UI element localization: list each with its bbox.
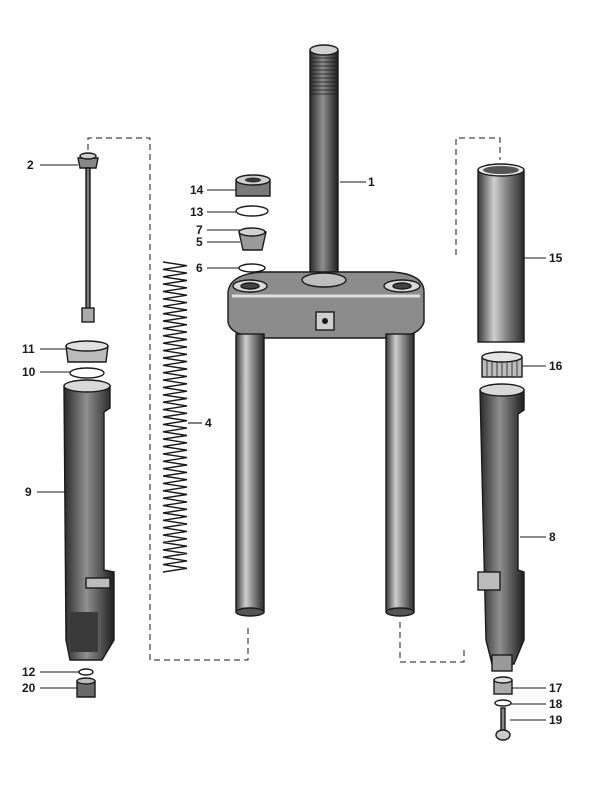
callout-1: 1 — [368, 175, 375, 189]
circlip-10 — [69, 367, 105, 379]
washer-13 — [235, 205, 269, 217]
callout-17: 17 — [549, 681, 563, 695]
guide-line-right-top — [455, 137, 501, 255]
cover-tube-15 — [477, 163, 525, 343]
washer-18 — [494, 699, 512, 707]
bolt-19 — [495, 707, 511, 741]
o-ring-6 — [238, 263, 266, 273]
callout-19: 19 — [549, 713, 563, 727]
callout-4: 4 — [205, 416, 212, 430]
slider-left-9 — [63, 379, 115, 661]
fork-spring — [162, 261, 188, 573]
assembly-guide-lines — [87, 137, 501, 663]
callout-5: 5 — [196, 235, 203, 249]
fork-crown — [227, 271, 425, 339]
washer-12 — [78, 668, 94, 676]
bush-17 — [493, 676, 513, 695]
callout-16: 16 — [549, 359, 563, 373]
callout-15: 15 — [549, 251, 563, 265]
bushing-11 — [65, 340, 109, 363]
callout-13: 13 — [190, 205, 204, 219]
slider-right-8 — [477, 383, 525, 672]
callout-11: 11 — [22, 342, 35, 356]
leader-lines — [37, 164, 546, 721]
callout-10: 10 — [22, 365, 36, 379]
guide-line-left — [87, 137, 249, 661]
callout-8: 8 — [549, 530, 556, 544]
nut-20 — [76, 677, 96, 698]
callout-2: 2 — [27, 158, 34, 172]
damper-rod-2 — [77, 152, 99, 323]
stanchion-tubes — [235, 333, 415, 617]
callout-9: 9 — [25, 485, 32, 499]
callout-12: 12 — [22, 665, 36, 679]
top-nut-14 — [235, 174, 271, 197]
callout-labels: 1 2 4 5 6 7 8 9 10 11 12 13 14 15 16 17 … — [22, 158, 563, 727]
guide-line-right-bottom — [399, 622, 465, 663]
callout-7: 7 — [196, 223, 203, 237]
callout-18: 18 — [549, 697, 563, 711]
callout-6: 6 — [196, 261, 203, 275]
adjuster-7-5 — [238, 227, 267, 251]
callout-14: 14 — [190, 183, 204, 197]
steering-stem — [309, 44, 339, 286]
bushing-16 — [481, 351, 523, 378]
callout-20: 20 — [22, 681, 36, 695]
